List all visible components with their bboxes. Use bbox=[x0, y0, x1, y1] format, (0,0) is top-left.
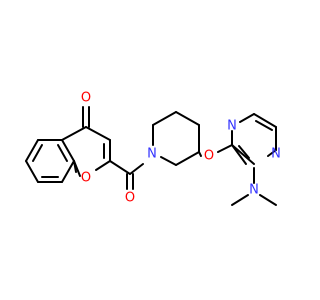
bond bbox=[198, 151, 202, 157]
atom-label-carbonyl-oxygen: O bbox=[125, 191, 135, 206]
atom-label-pyrazine-nitrogen-top: N bbox=[227, 119, 237, 134]
atom-label-dimethylamino-nitrogen: N bbox=[249, 183, 259, 198]
bond bbox=[231, 144, 255, 165]
bond bbox=[175, 111, 200, 126]
bond bbox=[259, 194, 277, 206]
atom-label-piperidine-nitrogen: N bbox=[147, 147, 157, 162]
bond-double-inner bbox=[255, 120, 273, 131]
bond-double-inner bbox=[32, 144, 43, 162]
bond-double-inner bbox=[57, 144, 68, 162]
bond bbox=[239, 113, 255, 123]
bond bbox=[231, 194, 249, 206]
bond bbox=[129, 163, 144, 175]
structure-diagram: O O O N O N N N bbox=[25, 91, 281, 206]
bond bbox=[160, 156, 177, 166]
bond bbox=[267, 149, 277, 157]
atom-label-pyrazine-nitrogen-bottom: N bbox=[271, 147, 281, 162]
bond bbox=[61, 160, 75, 183]
bond-layer bbox=[25, 106, 277, 206]
bond bbox=[175, 151, 200, 166]
bond bbox=[61, 126, 87, 141]
molecule-canvas: O O O N O N N N bbox=[25, 91, 281, 206]
bond bbox=[109, 160, 131, 175]
bond bbox=[61, 139, 75, 162]
bond bbox=[85, 126, 111, 141]
bond-double-inner bbox=[238, 145, 250, 159]
bond bbox=[95, 160, 111, 171]
bond bbox=[73, 160, 81, 177]
atom-label-ether-oxygen: O bbox=[204, 149, 214, 164]
bond bbox=[253, 113, 277, 128]
bond bbox=[25, 139, 39, 162]
bond bbox=[217, 144, 233, 153]
bond bbox=[152, 111, 177, 126]
atom-label-ring-oxygen: O bbox=[81, 171, 91, 186]
atom-label-layer: O O O N O N N N bbox=[81, 91, 281, 206]
atom-label-ketone-oxygen: O bbox=[81, 91, 91, 106]
bond bbox=[25, 160, 39, 183]
